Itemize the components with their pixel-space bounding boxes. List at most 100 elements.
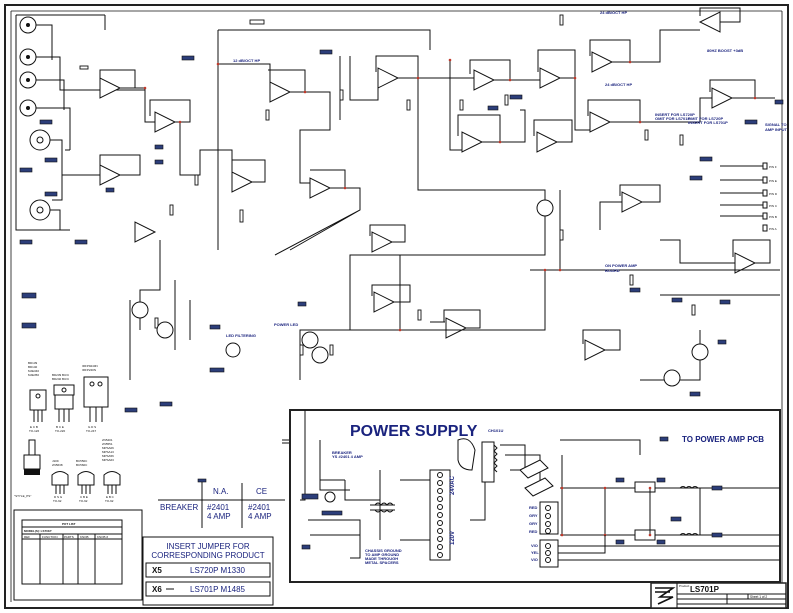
svg-text:4 AMP: 4 AMP: [207, 512, 231, 521]
svg-text:G D S: G D S: [88, 425, 96, 429]
opamp-icon: [231, 171, 254, 193]
svg-text:PIN A: PIN A: [769, 227, 777, 231]
jack-icon: [29, 129, 51, 151]
led-filter-label: LED FILTERING: [226, 333, 256, 338]
pot-list-frame: [13, 509, 143, 601]
on-power-amp-1: ON POWER AMP: [605, 263, 637, 268]
output-pins: PIN F PIN E PIN D PIN C PIN B PIN A: [720, 162, 778, 232]
svg-text:YEL: YEL: [531, 550, 539, 555]
svg-text:MPSA06: MPSA06: [102, 446, 114, 450]
signal-wiring: [99, 7, 780, 381]
opamp-icon: [99, 164, 122, 186]
pot-style-icon: "STYLE_PS": [14, 439, 41, 498]
svg-text:METAL SPACERS: METAL SPACERS: [365, 560, 399, 565]
svg-text:CE: CE: [256, 487, 267, 496]
svg-text:PIN C: PIN C: [769, 204, 778, 208]
bridge-rectifier-icon: [519, 459, 549, 479]
svg-text:X6: X6: [152, 585, 162, 594]
opamps: [99, 11, 757, 361]
svg-text:MJE350: MJE350: [28, 373, 39, 377]
xlr-jack-icon: [19, 48, 37, 66]
svg-text:RED: RED: [529, 529, 538, 534]
opamp-icon: [536, 131, 559, 153]
opamp-icon: [621, 191, 644, 213]
transformer: 24VAC 120V: [370, 438, 554, 561]
svg-text:GRY: GRY: [529, 521, 538, 526]
transistor-icon: [131, 301, 149, 319]
power-supply-frame: [289, 409, 781, 583]
signal-to-amp-1: SIGNAL TO: [765, 122, 787, 127]
svg-text:TO-126: TO-126: [29, 429, 39, 433]
svg-text:VIO: VIO: [531, 543, 538, 548]
svg-text:POT LIST: POT LIST: [62, 522, 76, 526]
fan-icon: [324, 491, 336, 503]
svg-text:C B E: C B E: [80, 495, 88, 499]
svg-text:IRFP9240N: IRFP9240N: [82, 364, 98, 368]
svg-text:Product: Product: [679, 584, 690, 588]
svg-text:IRFP240N: IRFP240N: [82, 368, 96, 372]
svg-text:Sheet 1 of 2: Sheet 1 of 2: [750, 595, 767, 599]
signal-to-amp-2: AMP INPUT: [765, 127, 787, 132]
package-to92-b: BC550C BC560C C B E TO-92: [76, 459, 95, 503]
transistor-icon: [536, 199, 554, 217]
svg-text:BREAKER: BREAKER: [332, 450, 352, 455]
svg-text:MADE THROUGH: MADE THROUGH: [365, 556, 398, 561]
transistor-icon: [311, 346, 329, 364]
package-to126: BD139 BD140 MJE340 MJE350 E C B TO-126: [28, 361, 47, 433]
package-to247: IRFP9240N IRFP240N G D S TO-247: [82, 364, 109, 433]
package-to92-a: J109 2N5638 D S G TO-92: [51, 459, 69, 503]
svg-text:FUNCTION: FUNCTION: [42, 535, 58, 539]
hp-label-1: 24 dB/OCT HP: [600, 10, 627, 15]
passive-components: [79, 14, 696, 444]
svg-text:24VAC: 24VAC: [450, 475, 456, 495]
opamp-icon: [473, 69, 496, 91]
pot-list-table: POT LIST MODEL(S): LS701P REF FUNCTION P…: [21, 519, 123, 585]
opamp-icon: [584, 339, 607, 361]
opamp-icon: [99, 77, 122, 99]
svg-text:BC560C: BC560C: [76, 463, 88, 467]
svg-text:PIN F: PIN F: [769, 165, 777, 169]
xlr-jack-icon: [19, 71, 37, 89]
svg-text:120V: 120V: [450, 531, 456, 545]
svg-text:RED: RED: [529, 505, 538, 510]
transistor-icon: [663, 369, 681, 387]
svg-text:KNOB: KNOB: [80, 535, 89, 539]
regulator-section: [560, 439, 780, 545]
svg-text:INSERT JUMPER FOR: INSERT JUMPER FOR: [166, 542, 249, 551]
hp-label-3: 12 dB/OCT HP: [233, 58, 260, 63]
opamp-icon: [591, 51, 614, 73]
on-power-amp-2: BOARD: [605, 268, 620, 273]
svg-text:PIN E: PIN E: [769, 179, 777, 183]
opamp-icon: [377, 67, 400, 89]
transistor-icon: [301, 331, 319, 349]
svg-text:TO-220: TO-220: [55, 429, 65, 433]
svg-text:D S G: D S G: [54, 495, 63, 499]
opamp-icon: [269, 81, 292, 103]
svg-text:TO AMP GROUND: TO AMP GROUND: [365, 552, 399, 557]
svg-text:MPSA63: MPSA63: [102, 458, 114, 462]
svg-text:MODEL(S): LS701P: MODEL(S): LS701P: [24, 529, 52, 533]
svg-text:2N5638: 2N5638: [52, 463, 63, 467]
svg-text:CHASSIS GROUND: CHASSIS GROUND: [365, 548, 402, 553]
svg-text:E C B: E C B: [30, 425, 38, 429]
svg-text:TO-92: TO-92: [105, 499, 114, 503]
package-legend: BD139 BD140 MJE340 MJE350 E C B TO-126 B…: [14, 361, 121, 503]
svg-text:MJE340: MJE340: [28, 369, 39, 373]
svg-text:B C E: B C E: [56, 425, 64, 429]
transistor-icon: [691, 343, 709, 361]
svg-text:TO-92: TO-92: [79, 499, 88, 503]
led-filter-icon: [225, 342, 241, 358]
breaker-table: N.A. CE BREAKER #2401 4 AMP #2401 4 AMP: [158, 478, 285, 528]
svg-text:"STYLE_PS": "STYLE_PS": [14, 494, 31, 498]
opamp-icon: [445, 317, 468, 339]
package-to220: BD239 BU/C BD240 BU/C B C E TO-220: [52, 373, 75, 433]
svg-text:4 AMP: 4 AMP: [248, 512, 272, 521]
svg-text:BD140: BD140: [28, 365, 38, 369]
opamp-icon: [539, 67, 562, 89]
opamp-icon: [134, 221, 157, 243]
insert-note-1b: OMIT FOR LS701P: [655, 116, 690, 121]
svg-text:BREAKER: BREAKER: [160, 503, 198, 512]
transformer-label: CH101U: [488, 428, 503, 433]
svg-text:N.A.: N.A.: [213, 487, 229, 496]
svg-text:MPSA13: MPSA13: [102, 450, 114, 454]
